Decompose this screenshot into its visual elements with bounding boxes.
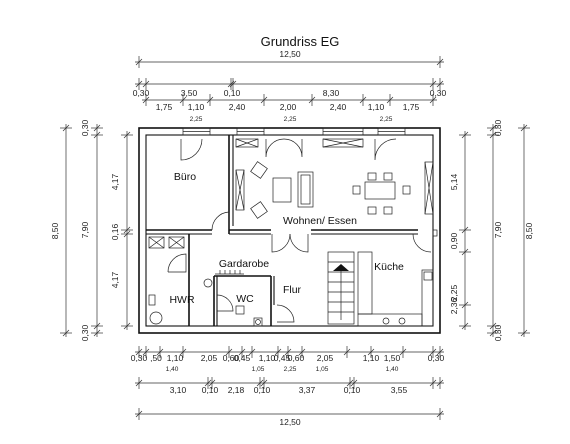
- dim-bottom-row2-3: 0,10: [254, 385, 271, 395]
- walls: [138, 127, 441, 334]
- dim-bottom-row1-6: 1,10: [259, 353, 276, 363]
- room-label-buero: Büro: [174, 171, 196, 183]
- dim-bottom-row1-2: 1,10: [167, 353, 184, 363]
- dim-bottom-small-0: 1,40: [166, 366, 179, 373]
- dim-right-inner-3: 2,36: [449, 297, 459, 314]
- dim-top-row2-4: 2,40: [330, 102, 347, 112]
- dim-left-inner-2: 4,17: [110, 271, 120, 288]
- room-label-gardarobe: Gardarobe: [219, 258, 269, 270]
- dim-right-outer: 8,50: [524, 222, 534, 239]
- dim-right-mid-0: 0,30: [493, 119, 503, 136]
- dim-top-row1-2: 0,10: [224, 88, 241, 98]
- dim-bottom-row1-1: ,50: [150, 353, 162, 363]
- dim-right-inner-2: 2,25: [449, 284, 459, 301]
- doors: [167, 138, 432, 323]
- dim-bottom-row2-4: 3,37: [299, 385, 316, 395]
- dim-left-inner-0: 4,17: [110, 173, 120, 190]
- dim-top-window-2: 2,25: [380, 116, 393, 123]
- dim-bottom-row1-12: 0,30: [428, 353, 445, 363]
- dim-bottom-small-4: 1,40: [386, 366, 399, 373]
- dim-bottom-small-3: 1,05: [316, 366, 329, 373]
- dim-top-row2-5: 1,10: [368, 102, 385, 112]
- dim-right-inner-0: 5,14: [449, 173, 459, 190]
- dim-bottom-row1-5: 0,45: [234, 353, 251, 363]
- room-labels: Büro Wohnen/ Essen Küche Gardarobe Flur …: [169, 171, 404, 306]
- dim-bottom-total: 12,50: [279, 417, 301, 427]
- dim-bottom-small-1: 1,05: [252, 366, 265, 373]
- dim-left-inner-1: 0,16: [110, 223, 120, 240]
- room-label-wohnen: Wohnen/ Essen: [283, 215, 357, 227]
- furniture-living: [250, 161, 411, 219]
- room-label-kueche: Küche: [374, 261, 404, 273]
- staircase: [327, 251, 355, 325]
- dim-bottom-row1-10: 1,10: [363, 353, 380, 363]
- dim-top-row2-3: 2,00: [280, 102, 297, 112]
- cabinets: [148, 138, 434, 249]
- room-label-wc: WC: [236, 293, 254, 305]
- dim-top-row1-0: 0,30: [133, 88, 150, 98]
- dim-top-row2-0: 1,75: [156, 102, 173, 112]
- plan-title: Grundriss EG: [261, 34, 340, 49]
- dim-bottom-row1-7: 0,45: [274, 353, 291, 363]
- dim-right-mid-2: 0,30: [493, 324, 503, 341]
- dim-top-total: 12,50: [279, 49, 301, 59]
- dimension-annotations: 12,50 0,30 3,50 0,10 8,30 0,30 1,75 1,10 2,40 2,0…: [50, 49, 534, 427]
- dim-top-window-1: 2,25: [284, 116, 297, 123]
- dim-bottom-row1-11: 1,50: [384, 353, 401, 363]
- dim-left-mid-1: 7,90: [80, 221, 90, 238]
- fixtures-utility: [148, 270, 263, 327]
- dim-top-row2-1: 1,10: [188, 102, 205, 112]
- dim-top-row2-6: 1,75: [403, 102, 420, 112]
- dim-bottom-row2-1: 0,10: [202, 385, 219, 395]
- dim-top-row1-4: 0,30: [430, 88, 447, 98]
- dim-left-mid-2: 0,30: [80, 324, 90, 341]
- dim-bottom-row2-2: 2,18: [228, 385, 245, 395]
- dim-top-row1-3: 8,30: [323, 88, 340, 98]
- dim-top-window-0: 2,25: [190, 116, 203, 123]
- dim-bottom-small-2: 2,25: [284, 366, 297, 373]
- windows-top: [182, 127, 406, 136]
- dim-bottom-row2-6: 3,55: [391, 385, 408, 395]
- dim-top-row1-1: 3,50: [181, 88, 198, 98]
- dim-top-row2-2: 2,40: [229, 102, 246, 112]
- dim-bottom-row1-4: 0,60: [223, 353, 240, 363]
- room-label-hwr: HWR: [169, 294, 194, 306]
- dim-right-mid-1: 7,90: [493, 221, 503, 238]
- dim-right-inner-1: 0,90: [449, 232, 459, 249]
- dim-bottom-row1-8: 0,60: [288, 353, 305, 363]
- dim-bottom-row2-5: 0,10: [344, 385, 361, 395]
- dim-bottom-row2-0: 3,10: [170, 385, 187, 395]
- dim-bottom-row1-3: 2,05: [201, 353, 218, 363]
- dim-left-outer: 8,50: [50, 222, 60, 239]
- furniture-kitchen: [357, 229, 438, 327]
- dim-left-mid-0: 0,30: [80, 119, 90, 136]
- room-label-flur: Flur: [283, 284, 302, 296]
- dim-bottom-row1-9: 2,05: [317, 353, 334, 363]
- dim-bottom-row1-0: 0,30: [131, 353, 148, 363]
